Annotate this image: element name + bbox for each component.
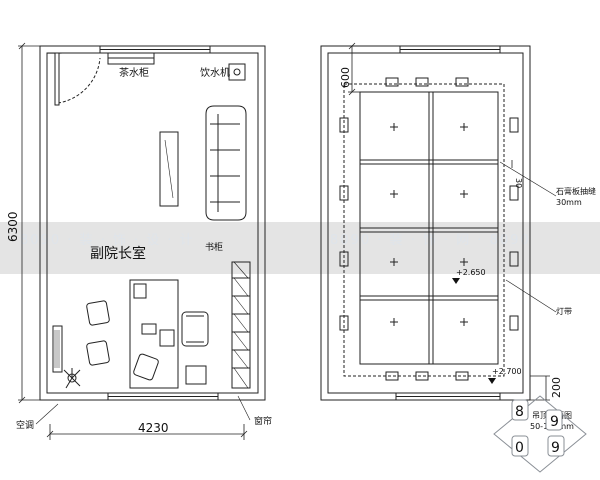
curtain-label: 窗帘 [254,415,272,427]
coffee-table [159,131,179,207]
bookcase [231,261,251,389]
bottom-offset-dimension [530,375,550,401]
elevation-edge: +2.700 [492,367,522,376]
stamp-digit-4: 9 [551,440,560,456]
entry-door [46,52,101,106]
office-chair [181,311,209,347]
height-dimension-value: 6300 [6,211,20,242]
guest-chair-1 [86,300,110,326]
air-conditioner-label: 空调 [16,419,34,431]
tea-cabinet-label: 茶水柜 [119,66,149,79]
top-window [99,45,211,54]
stamp-digit-1: 8 [515,404,524,420]
top-offset-dimension [348,42,360,96]
right-ceiling-plan [320,45,531,401]
watermark-band: 8090 · 装 · 饰 · 设 · 计 8090 · 装 · 饰 · 网 · … [0,222,600,274]
sofa [205,105,247,221]
panel-lights [390,123,468,326]
stamp-digit-3: 0 [515,440,524,456]
guest-chair-3 [133,353,159,381]
top-offset-value: 600 [339,67,352,88]
water-dispenser [228,63,246,81]
water-dispenser-tap [233,68,241,76]
elevation-marker-main [452,278,460,284]
elevation-marker-edge [488,378,496,384]
width-dimension [46,424,248,440]
potted-plant [63,368,81,389]
guest-chair-2 [86,340,110,366]
gap-value: 30 [514,178,523,188]
stamp-digit-2: 9 [550,414,559,430]
watermark-strip [0,222,600,274]
bottom-offset-value: 200 [550,377,563,398]
room-title: 副院长室 [90,245,146,262]
watermark-stamp [493,395,587,473]
air-conditioner [52,325,63,373]
desk [129,279,207,389]
elevation-main: +2.650 [456,268,486,277]
tea-cabinet [107,52,155,65]
gypsum-joint-label: 石膏板抽缝 [556,186,596,196]
light-strip-label: 灯带 [556,306,572,316]
bookcase-label: 书柜 [205,241,223,253]
height-dimension [18,42,40,404]
gypsum-joint-size: 30mm [556,198,582,207]
bottom-window [107,392,219,401]
light-strip [343,83,505,377]
left-floor-plan: 茶水柜 饮水机 书柜 [39,45,266,401]
water-dispenser-label: 饮水机 [200,66,230,79]
width-dimension-value: 4230 [138,421,169,435]
watermark-text-left: 8090 · 装 · 饰 · 设 · 计 [20,233,195,248]
